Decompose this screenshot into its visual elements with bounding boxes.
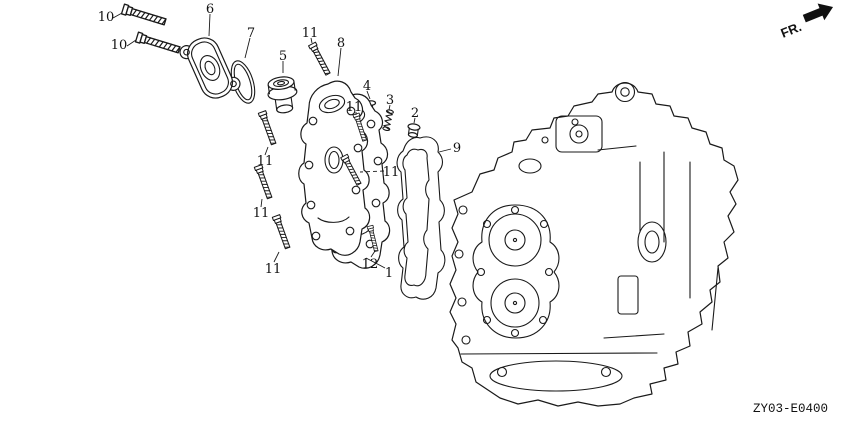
part-label-11-left-2: 11 (253, 206, 270, 221)
part-label-11-left-1: 11 (257, 154, 274, 169)
bolt-part-10-b (134, 31, 182, 56)
bolt-part-11-left-2 (253, 164, 274, 200)
thermostat-cover-part-6 (179, 37, 241, 99)
part-label-9: 9 (453, 141, 461, 156)
fr-arrow-icon (802, 3, 834, 23)
diagram-code: ZY03-E0400 (753, 402, 828, 416)
part-label-10-b: 10 (111, 38, 128, 53)
part-label-3: 3 (386, 93, 394, 108)
bolt-part-11-left-3 (271, 214, 292, 250)
water-jacket-cover-outline (472, 204, 560, 339)
part-label-1: 1 (385, 266, 393, 281)
part-label-8: 8 (337, 36, 345, 51)
part-label-10-a: 10 (98, 10, 115, 25)
part-label-11-mid-2: 11 (383, 165, 400, 180)
fr-direction-marker: FR. (779, 3, 834, 41)
valve-seat-part-2 (407, 123, 421, 138)
part-label-11-left-3: 11 (265, 262, 282, 277)
leader-lines (112, 12, 452, 269)
part-label-5: 5 (279, 49, 287, 64)
part-label-7: 7 (247, 26, 255, 41)
engine-block (449, 81, 739, 407)
part-label-11-top: 11 (302, 26, 319, 41)
gasket-part-9 (396, 136, 446, 300)
bolt-part-10-a (120, 3, 168, 28)
lifting-eye (614, 81, 636, 103)
thermostat-part-5 (267, 76, 298, 114)
bolt-part-11-left-1 (257, 110, 278, 146)
part-label-11-mid-1: 11 (346, 100, 363, 115)
bolt-part-11-top (308, 41, 332, 77)
part-label-12: 12 (362, 257, 379, 272)
part-label-2: 2 (411, 106, 419, 121)
part-label-4: 4 (363, 79, 371, 94)
fr-label: FR. (779, 19, 804, 41)
part-label-6: 6 (206, 2, 214, 17)
spring-part-3 (382, 109, 394, 132)
